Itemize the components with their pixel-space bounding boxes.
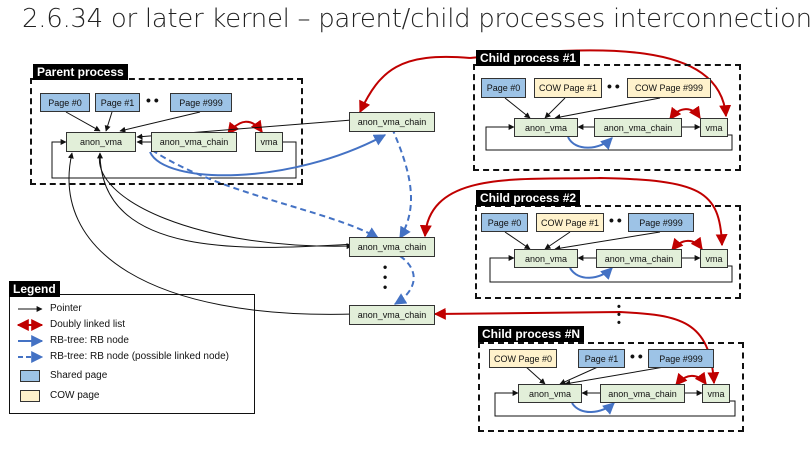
childN-anon-vma-chain: anon_vma_chain: [600, 384, 685, 403]
legend-frame: [9, 294, 255, 414]
parent-vma: vma: [255, 132, 283, 152]
page-title: 2.6.34 or later kernel – parent/child pr…: [22, 4, 812, 34]
legend-cow-page: COW page: [50, 390, 100, 401]
child1-anon-vma: anon_vma: [514, 118, 578, 137]
parent-anon-vma: anon_vma: [66, 132, 136, 152]
childN-dots: ••: [630, 348, 646, 364]
child1-frame: [473, 64, 741, 171]
parent-wires: [51, 111, 387, 179]
child-vertical-dots: •••: [617, 301, 621, 329]
child1-title: Child process #1: [476, 50, 581, 66]
childN-page-1: Page #1: [578, 349, 625, 368]
child2-title: Child process #2: [476, 190, 581, 206]
childN-anon-vma: anon_vma: [518, 384, 582, 403]
childN-wires: [494, 365, 736, 417]
legend-rb-node: RB-tree: RB node: [50, 335, 129, 346]
child2-frame: [475, 205, 741, 299]
parent-page-999: Page #999: [170, 93, 232, 112]
child2-page-1: COW Page #1: [536, 213, 604, 232]
chain-1: anon_vma_chain: [349, 112, 435, 132]
child1-vma: vma: [700, 118, 728, 137]
child1-dots: ••: [607, 78, 623, 94]
childN-title: Child process #N: [478, 326, 585, 342]
chain-2: anon_vma_chain: [349, 237, 435, 257]
child1-page-999: COW Page #999: [627, 78, 711, 98]
legend-pointer: Pointer: [50, 303, 82, 314]
child1-wires: [485, 97, 733, 151]
legend-shared-swatch: [20, 370, 40, 382]
cross-wires: [67, 49, 732, 385]
legend-lines: [16, 306, 44, 363]
child2-page-999: Page #999: [628, 213, 694, 232]
childN-vma: vma: [702, 384, 730, 403]
parent-anon-vma-chain: anon_vma_chain: [151, 132, 237, 152]
child2-vma: vma: [700, 249, 728, 268]
child2-anon-vma-chain: anon_vma_chain: [596, 249, 682, 268]
childN-page-0: COW Page #0: [489, 349, 557, 368]
childN-page-999: Page #999: [648, 349, 714, 368]
parent-process-frame: [30, 78, 303, 185]
legend-rb-node-possible: RB-tree: RB node (possible linked node): [50, 351, 229, 362]
legend-title: Legend: [9, 281, 60, 297]
chain-3: anon_vma_chain: [349, 305, 435, 325]
child1-page-1: COW Page #1: [534, 78, 602, 98]
child2-dots: ••: [609, 212, 625, 228]
parent-dots: ••: [146, 92, 162, 108]
parent-page-0: Page #0: [40, 93, 90, 112]
legend-shared-page: Shared page: [50, 370, 108, 381]
legend-cow-swatch: [20, 390, 40, 402]
parent-page-1: Page #1: [95, 93, 140, 112]
connection-wires: [16, 49, 736, 417]
child2-wires: [489, 231, 733, 283]
child1-page-0: Page #0: [481, 78, 526, 98]
child2-page-0: Page #0: [481, 213, 528, 232]
child1-anon-vma-chain: anon_vma_chain: [594, 118, 682, 137]
chain-vertical-dots: •••: [383, 260, 388, 294]
parent-process-title: Parent process: [33, 64, 128, 80]
childN-frame: [478, 342, 744, 432]
child2-anon-vma: anon_vma: [514, 249, 578, 268]
legend-doubly-linked: Doubly linked list: [50, 319, 126, 330]
